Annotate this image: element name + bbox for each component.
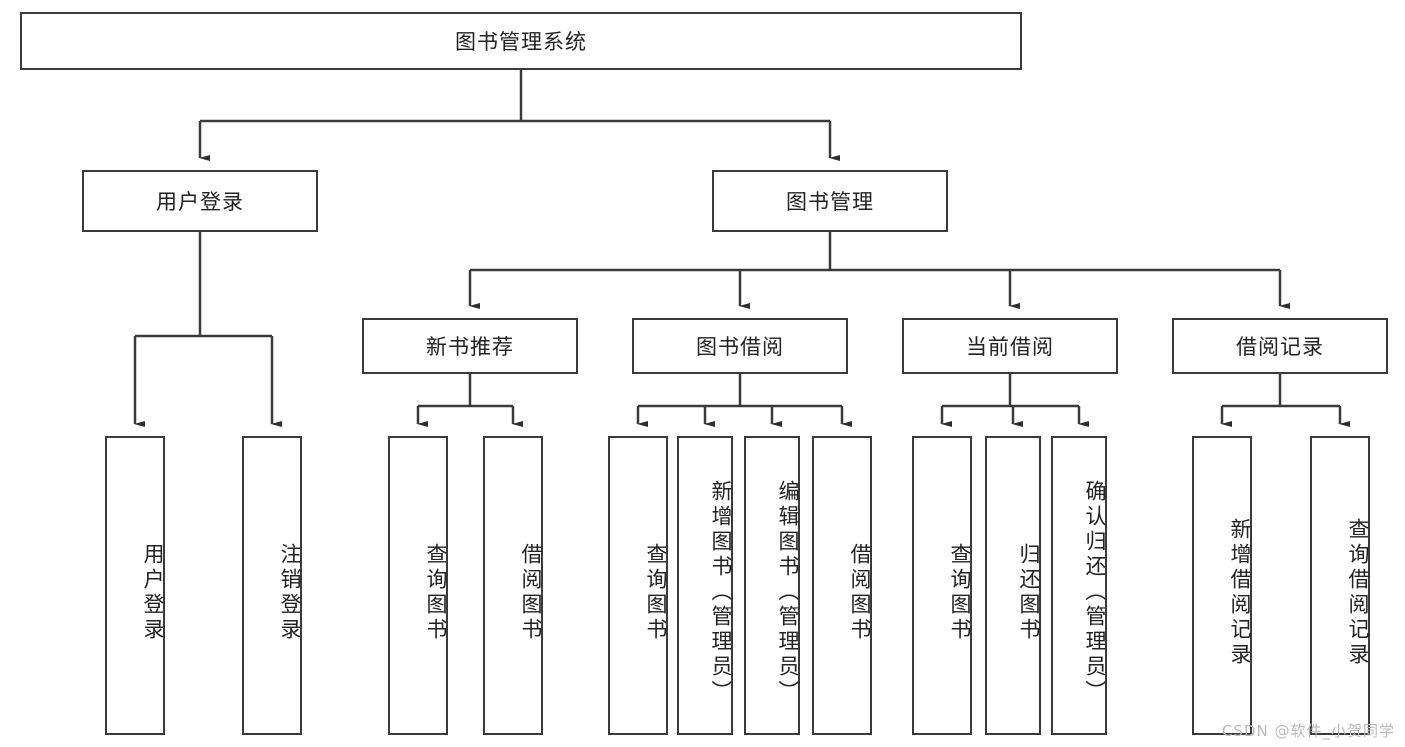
watermark-text: CSDN @软件_小贺同学 [1221,722,1395,740]
node-leaf-cb-query-book[interactable]: 查询图书 [912,436,972,735]
node-leaf-bb-add-book-admin[interactable]: 新增图书（管理员） [677,436,733,735]
node-leaf-bb-query-book[interactable]: 查询图书 [608,436,668,735]
node-book-manage[interactable]: 图书管理 [712,170,948,232]
node-leaf-br-query-record[interactable]: 查询借阅记录 [1310,436,1370,735]
node-leaf-rec-borrow-book[interactable]: 借阅图书 [483,436,543,735]
node-book-borrow[interactable]: 图书借阅 [632,318,848,374]
node-leaf-rec-query-book[interactable]: 查询图书 [388,436,448,735]
node-new-book-recommend[interactable]: 新书推荐 [362,318,578,374]
node-root-system[interactable]: 图书管理系统 [20,12,1022,70]
node-borrow-record[interactable]: 借阅记录 [1172,318,1388,374]
node-user-login[interactable]: 用户登录 [82,170,318,232]
node-leaf-cb-confirm-return-admin[interactable]: 确认归还（管理员） [1051,436,1107,735]
node-leaf-bb-edit-book-admin[interactable]: 编辑图书（管理员） [744,436,800,735]
node-leaf-br-add-record[interactable]: 新增借阅记录 [1192,436,1252,735]
node-current-borrow[interactable]: 当前借阅 [902,318,1118,374]
node-leaf-user-logout[interactable]: 注销登录 [242,436,302,735]
node-leaf-user-login[interactable]: 用户登录 [105,436,165,735]
node-leaf-cb-return-book[interactable]: 归还图书 [985,436,1041,735]
node-leaf-bb-borrow-book[interactable]: 借阅图书 [812,436,872,735]
